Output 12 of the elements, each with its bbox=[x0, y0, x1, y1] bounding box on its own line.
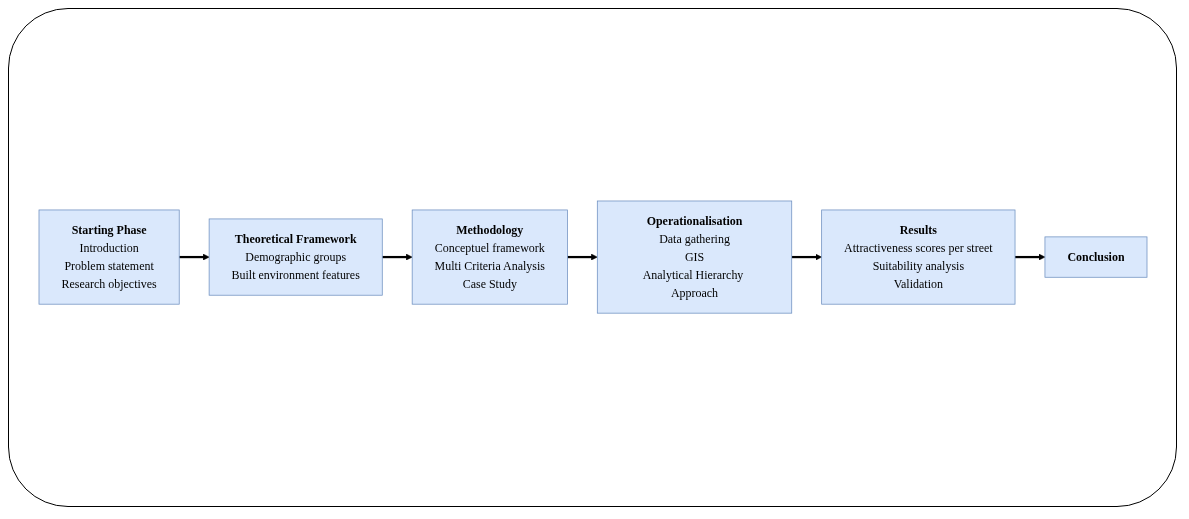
node-box bbox=[1044, 236, 1147, 279]
node-box bbox=[411, 210, 568, 305]
arrow bbox=[791, 254, 822, 261]
node-box bbox=[208, 218, 383, 296]
node-box bbox=[820, 210, 1015, 305]
node-box bbox=[38, 210, 180, 305]
arrow bbox=[381, 254, 412, 261]
node-box bbox=[596, 201, 792, 314]
arrow bbox=[1014, 254, 1045, 261]
rounded-frame: Starting Phase Introduction Problem statement Research objectives Theoretical Framework Demographic groups Built environment features Methodology Conceptuel framework Multi Criteria Analysis Case Study Operationalisation Data gathering GIS Analytical Hierarchy Approach Results Attractiveness scores per street Suitability analysis Validation Conclusion bbox=[8, 8, 1177, 507]
arrow bbox=[178, 254, 209, 261]
arrow bbox=[566, 254, 598, 261]
